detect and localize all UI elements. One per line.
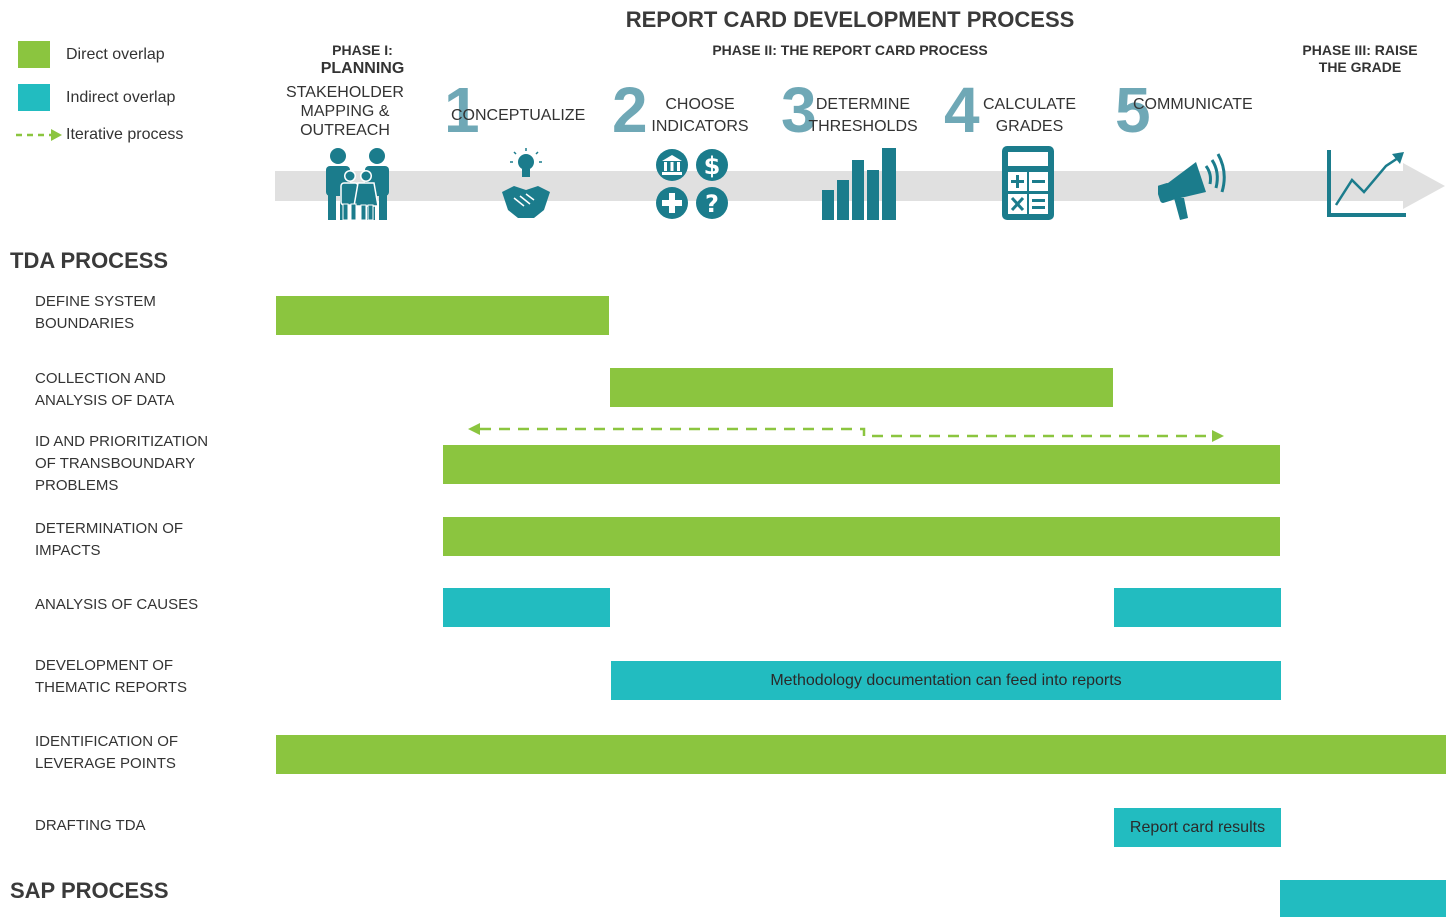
iterative-process-arrow xyxy=(468,423,1224,442)
step-3-line2: THRESHOLDS xyxy=(808,118,918,135)
step-4-line1: CALCULATE xyxy=(982,96,1077,113)
tda-heading: TDA PROCESS xyxy=(10,248,169,273)
phase1-heading: PHASE I: PLANNING xyxy=(300,42,425,79)
row-label-leverage-points: IDENTIFICATION OF LEVERAGE POINTS xyxy=(35,731,178,775)
bar-thematic-reports: Methodology documentation can feed into … xyxy=(611,661,1281,700)
step-3-line1: DETERMINE xyxy=(815,96,911,113)
step-2-number: 2 xyxy=(612,74,648,146)
row-label-line: DRAFTING TDA xyxy=(35,817,146,834)
phase3-line1: PHASE III: RAISE xyxy=(1302,42,1418,58)
row-label-line: COLLECTION AND xyxy=(35,370,166,387)
step-4-number: 4 xyxy=(944,74,980,146)
phase3-heading: PHASE III: RAISE THE GRADE xyxy=(1275,42,1445,76)
phase1-line2: PLANNING xyxy=(320,60,405,77)
stakeholder-line2: MAPPING & xyxy=(300,103,390,120)
row-label-line: IDENTIFICATION OF xyxy=(35,733,179,750)
svg-text:$: $ xyxy=(704,152,721,180)
step-2-line1: CHOOSE xyxy=(665,96,735,113)
step-2-label: CHOOSE INDICATORS xyxy=(640,94,760,138)
legend-direct-swatch xyxy=(18,41,50,68)
row-label-thematic-reports: DEVELOPMENT OF THEMATIC REPORTS xyxy=(35,655,187,699)
bar-sap xyxy=(1280,880,1446,917)
stakeholder-label: STAKEHOLDER MAPPING & OUTREACH xyxy=(275,83,415,140)
row-label-collection-analysis: COLLECTION AND ANALYSIS OF DATA xyxy=(35,368,174,412)
phase2-heading: PHASE II: THE REPORT CARD PROCESS xyxy=(712,42,988,58)
phase1-line1: PHASE I: xyxy=(332,42,393,58)
svg-text:?: ? xyxy=(705,190,719,218)
row-label-define-boundaries: DEFINE SYSTEM BOUNDARIES xyxy=(35,291,156,335)
row-label-determination-impacts: DETERMINATION OF IMPACTS xyxy=(35,518,183,562)
stakeholder-line3: OUTREACH xyxy=(300,122,390,139)
bar-leverage-points xyxy=(276,735,1446,774)
row-label-line: ID AND PRIORITIZATION xyxy=(35,433,209,450)
row-label-line: OF TRANSBOUNDARY xyxy=(35,455,196,472)
legend-iterative-arrow-icon xyxy=(16,129,62,141)
legend-direct-label: Direct overlap xyxy=(66,46,165,63)
row-label-id-prioritization: ID AND PRIORITIZATION OF TRANSBOUNDARY P… xyxy=(35,431,208,497)
row-label-line: DEVELOPMENT OF xyxy=(35,657,174,674)
legend-indirect-swatch xyxy=(18,84,50,111)
lightbulb-handshake-icon xyxy=(502,148,550,218)
bar-determination-impacts xyxy=(443,517,1280,556)
row-label-drafting-tda: DRAFTING TDA xyxy=(35,815,146,837)
row-label-line: ANALYSIS OF CAUSES xyxy=(35,596,199,613)
step-5-number: 5 xyxy=(1115,74,1151,146)
bar-id-prioritization xyxy=(443,445,1280,484)
row-label-line: LEVERAGE POINTS xyxy=(35,755,176,772)
bar-analysis-causes-2 xyxy=(1114,588,1281,627)
row-label-line: DETERMINATION OF xyxy=(35,520,184,537)
growth-chart-icon xyxy=(1327,150,1406,217)
row-label-line: PROBLEMS xyxy=(35,477,119,494)
row-label-line: DEFINE SYSTEM xyxy=(35,293,156,310)
bar-chart-icon xyxy=(822,148,896,220)
row-label-line: ANALYSIS OF DATA xyxy=(35,392,175,409)
step-1-number: 1 xyxy=(444,74,480,146)
megaphone-icon xyxy=(1158,153,1226,220)
legend-indirect-label: Indirect overlap xyxy=(66,89,176,106)
bar-analysis-causes-1 xyxy=(443,588,610,627)
step-5-label: COMMUNICATE xyxy=(1133,96,1253,113)
step-1-label: CONCEPTUALIZE xyxy=(451,107,586,124)
indicators-icon: $ ? xyxy=(656,149,728,219)
bar-drafting-tda: Report card results xyxy=(1114,808,1281,847)
phase3-line2: THE GRADE xyxy=(1318,59,1402,75)
calculator-icon xyxy=(1002,146,1054,220)
stakeholder-line1: STAKEHOLDER xyxy=(286,84,404,101)
row-label-line: THEMATIC REPORTS xyxy=(35,679,187,696)
bar-collection-analysis xyxy=(610,368,1113,407)
row-label-line: IMPACTS xyxy=(35,542,101,559)
step-4-label: CALCULATE GRADES xyxy=(972,94,1087,138)
row-label-analysis-causes: ANALYSIS OF CAUSES xyxy=(35,594,198,616)
step-2-line2: INDICATORS xyxy=(651,118,749,135)
sap-heading: SAP PROCESS xyxy=(10,878,169,903)
step-3-number: 3 xyxy=(781,74,817,146)
step-4-line2: GRADES xyxy=(995,118,1064,135)
step-3-label: DETERMINE THRESHOLDS xyxy=(800,94,926,138)
legend-iterative-label: Iterative process xyxy=(66,126,184,143)
bar-define-boundaries xyxy=(276,296,609,335)
family-icon xyxy=(326,148,389,221)
row-label-line: BOUNDARIES xyxy=(35,315,135,332)
page-title: REPORT CARD DEVELOPMENT PROCESS xyxy=(625,7,1075,32)
